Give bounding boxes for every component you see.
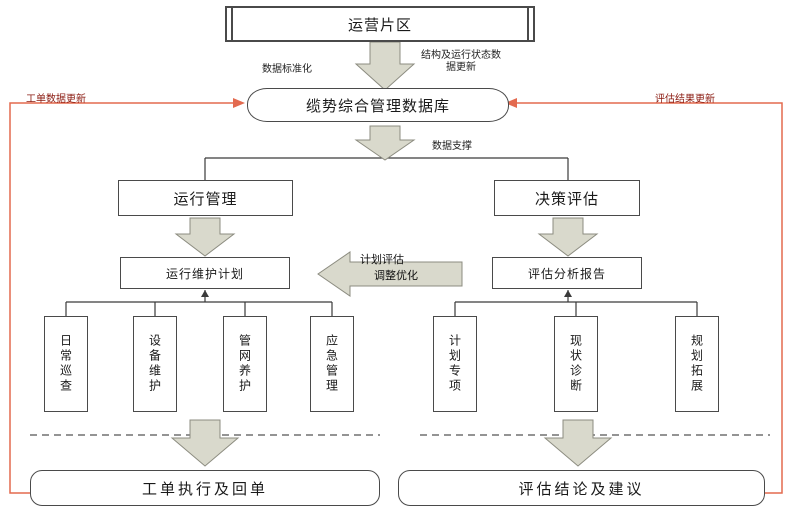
left-sub-box: 运行维护计划 [120, 257, 290, 289]
right-item-box-1: 计划专项 [433, 316, 477, 412]
top-source-label: 运营片区 [347, 15, 412, 34]
left-item-box-4: 应急管理 [310, 316, 354, 412]
left-result-label: 工单执行及回单 [141, 479, 268, 498]
label-standardize: 数据标准化 [262, 64, 312, 75]
arrow-left-title-to-sub [174, 217, 236, 257]
label-plan-eval: 计划评估 [360, 253, 404, 266]
left-result-bar: 工单执行及回单 [30, 470, 380, 506]
right-branch-title: 决策评估 [534, 189, 599, 208]
label-evaluation-update: 评估结果更新 [655, 94, 715, 105]
top-source-box: 运营片区 [225, 6, 535, 42]
top-box-left-edge [231, 6, 233, 42]
left-item-box-3: 管网养护 [223, 316, 267, 412]
right-feedback-arrowhead [505, 98, 517, 108]
left-item-label: 应急管理 [324, 334, 339, 394]
right-item-box-3: 规划拓展 [675, 316, 719, 412]
arrow-right-title-to-sub [537, 217, 599, 257]
left-feedback-arrowhead [233, 98, 245, 108]
right-item-box-2: 现状诊断 [554, 316, 598, 412]
right-item-label: 现状诊断 [568, 334, 583, 394]
left-feedback-line [9, 102, 233, 494]
right-branch-title-box: 决策评估 [494, 180, 640, 216]
left-branch-title-box: 运行管理 [118, 180, 293, 216]
middle-feedback-labels: 计划评估 调整优化 [360, 253, 450, 283]
left-item-label: 管网养护 [237, 334, 252, 394]
label-adjust-optimize: 调整优化 [374, 269, 418, 282]
right-item-label: 计划专项 [447, 334, 462, 394]
right-item-label: 规划拓展 [689, 334, 704, 394]
label-structure-update: 结构及运行状态数据更新 [421, 50, 501, 73]
right-result-label: 评估结论及建议 [518, 479, 645, 498]
left-sub-label: 运行维护计划 [165, 266, 244, 281]
arrow-right-to-result [543, 419, 613, 467]
arrow-left-to-result [170, 419, 240, 467]
right-tree-arrowhead [564, 290, 572, 297]
left-tree-arrowhead [201, 290, 209, 297]
left-item-label: 设备维护 [147, 334, 162, 394]
right-feedback-line [515, 102, 783, 494]
label-data-support: 数据支撑 [432, 141, 472, 152]
arrow-database-to-split [354, 125, 416, 161]
left-branch-title: 运行管理 [173, 189, 238, 208]
database-cylinder: 缆势综合管理数据库 [247, 88, 509, 122]
right-sub-box: 评估分析报告 [492, 257, 642, 289]
label-work-order-update: 工单数据更新 [26, 94, 86, 105]
left-item-label: 日常巡查 [58, 334, 73, 394]
right-sub-label: 评估分析报告 [527, 266, 606, 281]
database-label: 缆势综合管理数据库 [305, 96, 450, 115]
left-item-box-1: 日常巡查 [44, 316, 88, 412]
arrow-plan-eval-feedback [317, 251, 463, 297]
top-box-right-edge [527, 6, 529, 42]
arrow-top-to-database [354, 41, 416, 91]
left-item-box-2: 设备维护 [133, 316, 177, 412]
right-result-bar: 评估结论及建议 [398, 470, 765, 506]
